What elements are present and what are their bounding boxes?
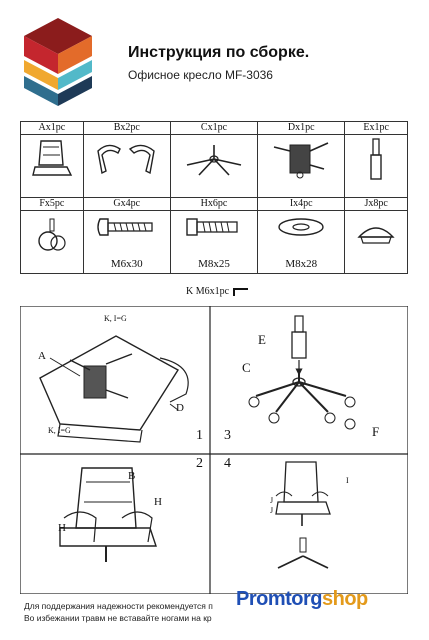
label-e: E <box>258 332 266 347</box>
k-wrench-line: K M6x1pc <box>186 286 250 297</box>
label-b: B <box>128 470 136 482</box>
product-subtitle: Офисное кресло MF-3036 <box>128 68 273 82</box>
part-label: Dx1pc <box>257 121 346 135</box>
part-label: Ex1pc <box>344 121 408 135</box>
label-ki-top: K, I=G <box>104 314 127 323</box>
mechanism-icon <box>274 142 329 179</box>
label-ki-bottom: K, I=G <box>48 426 71 435</box>
washer-icon <box>278 218 324 236</box>
part-label: Hx6pc <box>169 197 259 211</box>
part-g-bolt: M6x30 <box>82 210 171 274</box>
part-label: Ix4pc <box>257 197 346 211</box>
hex-key-icon <box>232 287 248 296</box>
step-number-2: 2 <box>196 456 203 471</box>
brand-part-2: shop <box>322 588 368 610</box>
part-f-caster <box>20 210 84 274</box>
washer-size: M8x28 <box>285 258 318 270</box>
star-base-icon <box>186 145 242 176</box>
label-d: D <box>176 402 184 414</box>
part-a-seat <box>20 134 84 198</box>
part-j-cap <box>344 210 408 274</box>
step-number-1: 1 <box>196 428 203 443</box>
step-4-drawing <box>275 461 331 569</box>
bolt-icon <box>186 218 238 236</box>
brand-logo <box>24 18 92 106</box>
part-h-bolt: M8x25 <box>169 210 259 274</box>
page-title: Инструкция по сборке. <box>128 44 310 61</box>
parts-table: Ax1pc Bx2pc Cx1pc Dx1pc Ex1pc <box>20 121 408 274</box>
label-j: J <box>270 496 274 505</box>
step-1-drawing <box>39 335 189 443</box>
label-c: C <box>242 360 251 375</box>
part-i-washer: M8x28 <box>257 210 346 274</box>
armrest-icon <box>97 144 155 175</box>
step-number-4: 4 <box>224 456 231 471</box>
step-2-drawing <box>59 467 157 562</box>
k-wrench-label: K M6x1pc <box>186 286 230 297</box>
caster-icon <box>38 218 66 251</box>
note-line-2: Во избежании травм не вставайте ногами н… <box>24 613 212 623</box>
bolt-icon <box>97 218 153 236</box>
part-label: Gx4pc <box>82 197 171 211</box>
step-number-3: 3 <box>224 428 231 443</box>
note-line-1: Для поддержания надежности рекомендуется… <box>24 601 213 611</box>
promtorgshop-watermark: Promtorgshop <box>236 588 368 611</box>
label-j2: J <box>270 506 274 515</box>
part-label: Jx8pc <box>344 197 408 211</box>
step-3-drawing <box>248 315 356 430</box>
gas-lift-icon <box>370 138 382 180</box>
label-h-left: H <box>58 522 66 534</box>
part-e-gaslift <box>344 134 408 198</box>
part-c-base <box>169 134 259 198</box>
part-label: Cx1pc <box>169 121 259 135</box>
part-b-armrest <box>82 134 171 198</box>
part-label: Ax1pc <box>20 121 84 135</box>
assembly-steps <box>20 306 408 594</box>
label-h-right: H <box>154 496 162 508</box>
brand-part-1: Promtorg <box>236 588 323 610</box>
label-f: F <box>372 424 380 439</box>
part-label: Bx2pc <box>82 121 171 135</box>
bolt-size: M8x25 <box>198 258 230 270</box>
bolt-size: M6x30 <box>110 258 143 270</box>
part-d-mechanism <box>257 134 346 198</box>
part-label: Fx5pc <box>20 197 84 211</box>
cap-icon <box>357 227 395 244</box>
seat-icon <box>31 140 72 176</box>
label-a: A <box>38 350 46 362</box>
label-i: I <box>346 476 349 485</box>
